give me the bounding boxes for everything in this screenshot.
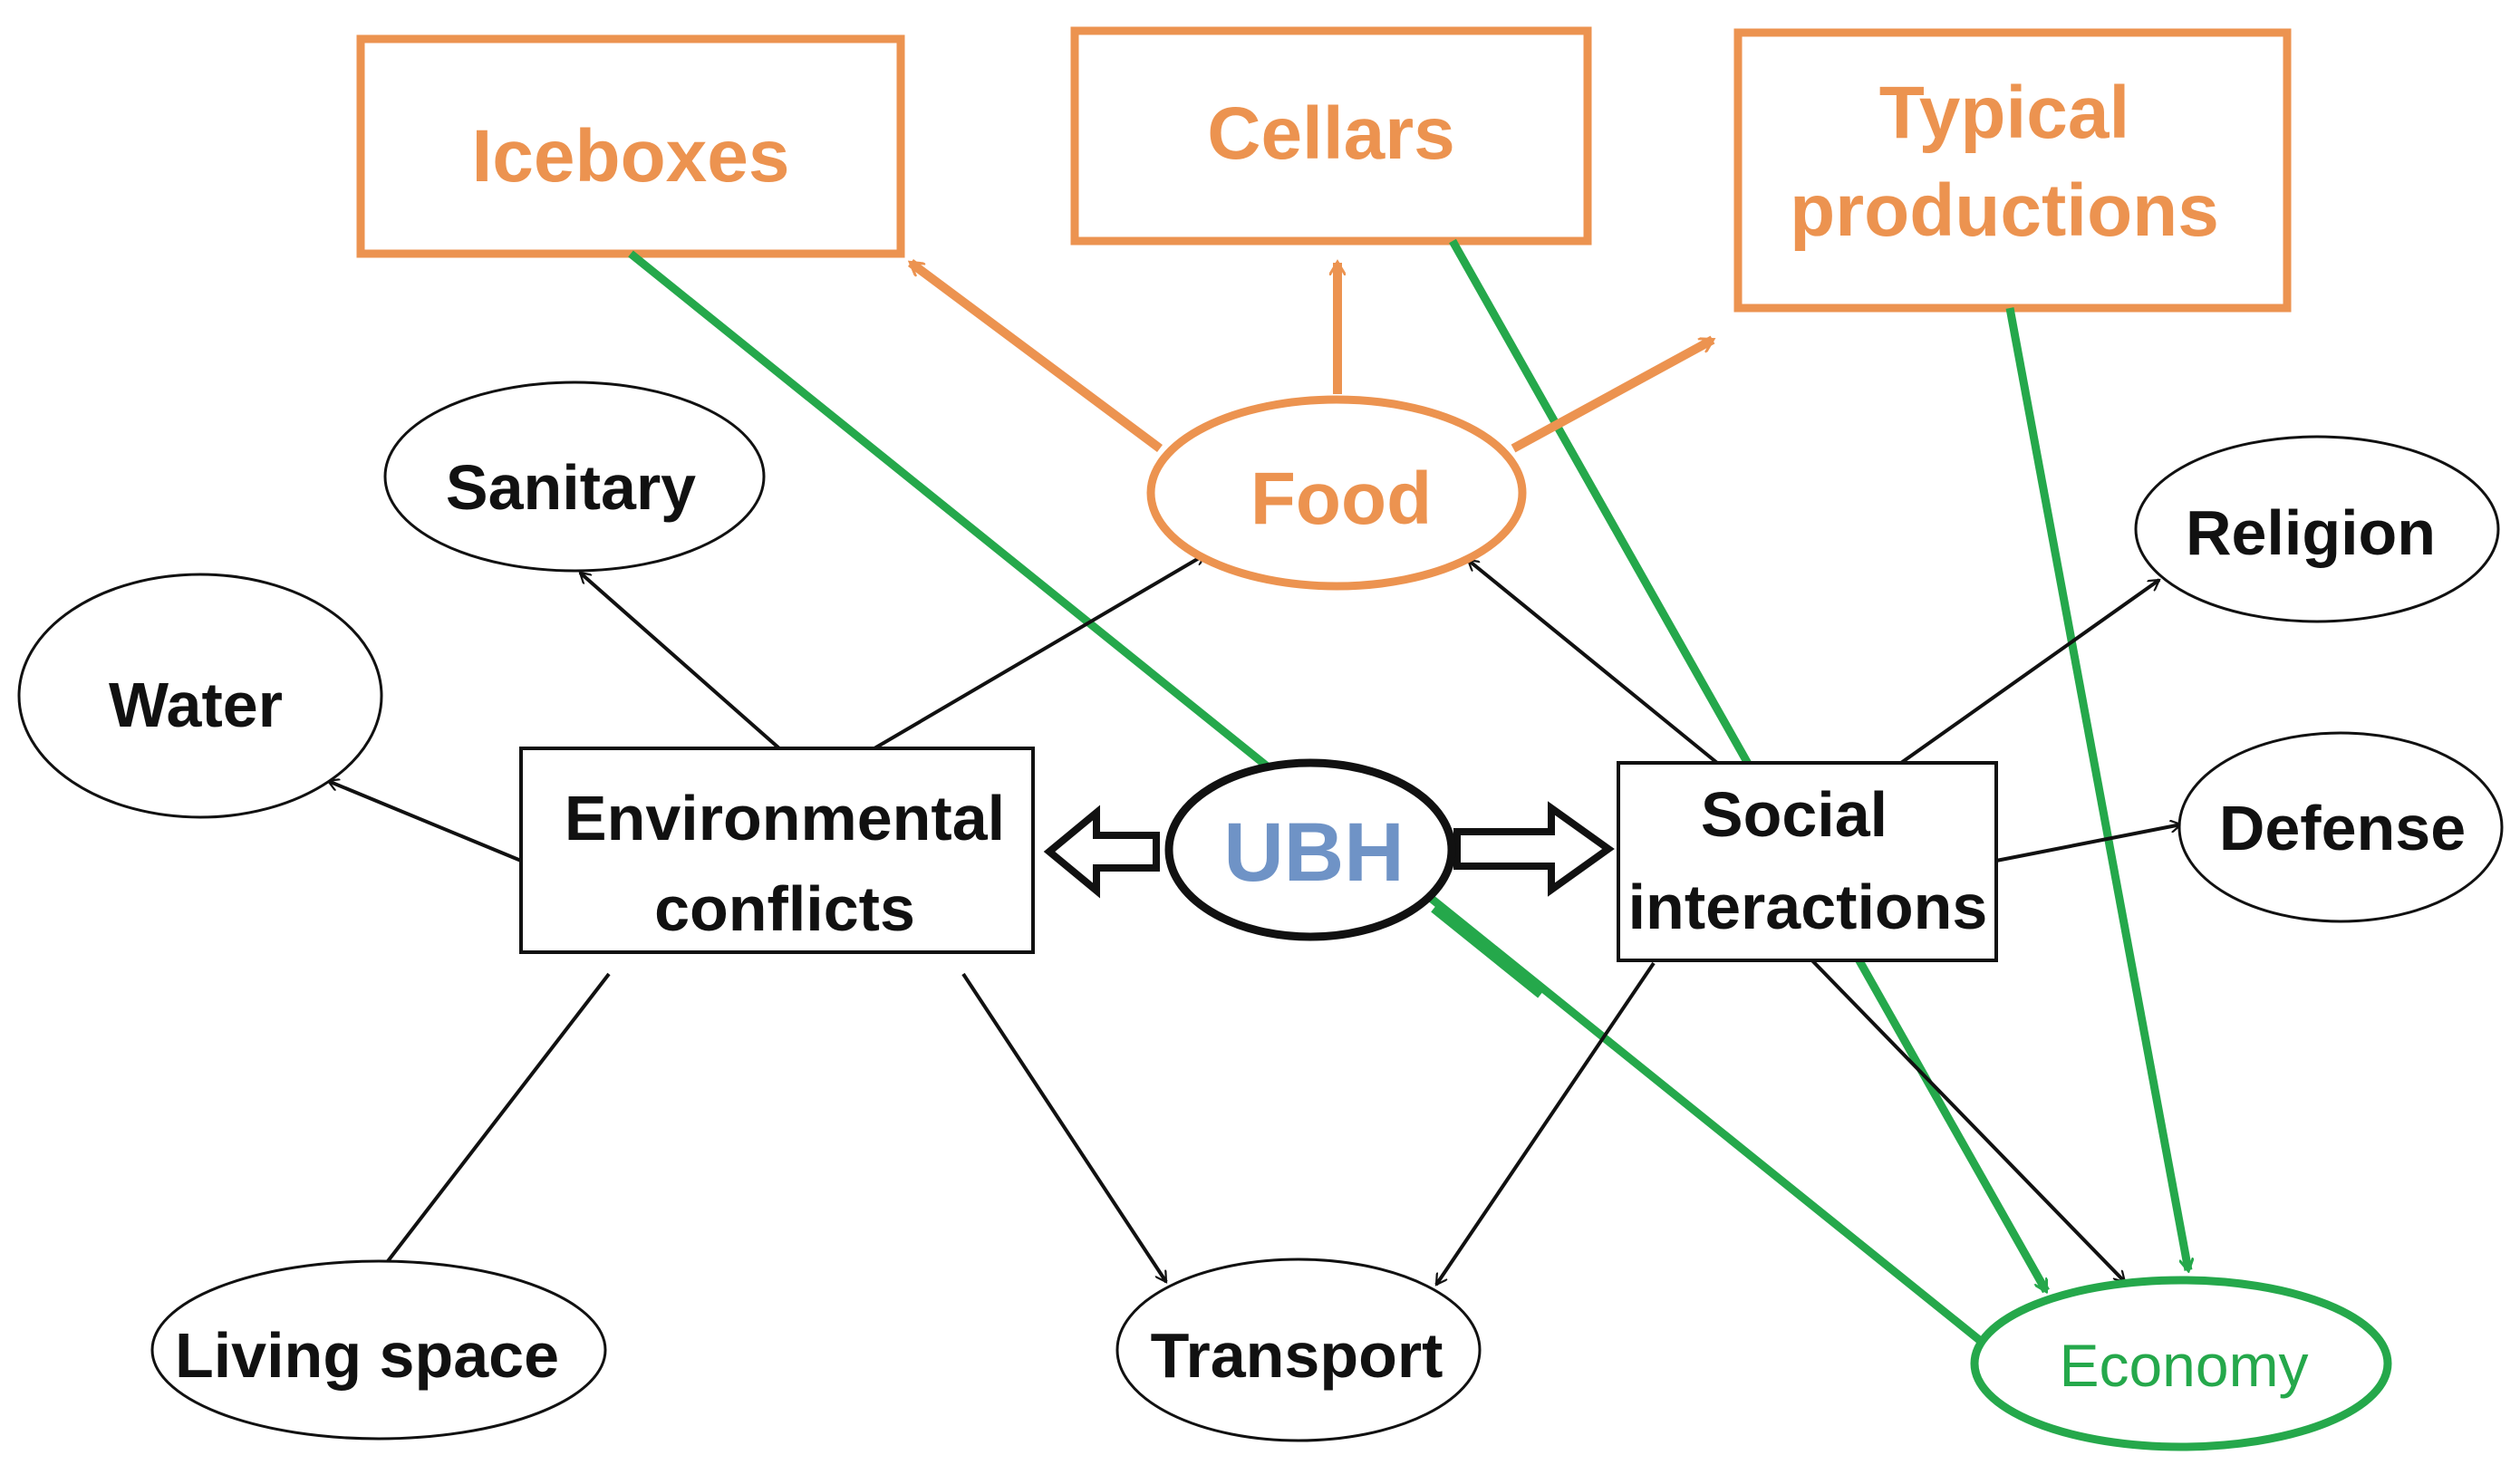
water-node: Water bbox=[17, 573, 383, 819]
social-interactions-node: Social interactions bbox=[1617, 761, 1998, 962]
link-social-defense bbox=[1995, 824, 2181, 863]
link-social-economy bbox=[1801, 949, 2125, 1282]
link-food-typical bbox=[1511, 335, 1713, 453]
link-env-sanitary bbox=[580, 571, 781, 750]
economy-label: Economy bbox=[2059, 1332, 2308, 1399]
iceboxes-label: Iceboxes bbox=[472, 115, 790, 198]
transport-label: Transport bbox=[1151, 1320, 1443, 1391]
social-label-line1: Social bbox=[1701, 779, 1888, 850]
link-food-iceboxes bbox=[911, 258, 1163, 453]
black-links bbox=[328, 553, 2181, 1285]
link-env-food bbox=[873, 553, 1205, 750]
link-env-water bbox=[328, 781, 522, 863]
food-node: Food bbox=[1146, 395, 1527, 591]
defense-label: Defense bbox=[2219, 793, 2466, 863]
ubh-node: UBH bbox=[1164, 758, 1456, 941]
link-typical-economy bbox=[2005, 307, 2188, 1270]
living-space-node: Living space bbox=[150, 1259, 607, 1441]
food-label: Food bbox=[1250, 458, 1432, 540]
iceboxes-node: Iceboxes bbox=[356, 34, 905, 258]
typical-label-line2: productions bbox=[1790, 169, 2219, 252]
environmental-conflicts-node: Environmental conflicts bbox=[519, 747, 1035, 954]
ubh-to-social-arrow bbox=[1453, 801, 1615, 897]
link-social-religion bbox=[1899, 578, 2159, 765]
link-env-living bbox=[377, 972, 611, 1273]
food-links bbox=[911, 258, 1713, 453]
economy-node: Economy bbox=[1970, 1276, 2392, 1451]
defense-node: Defense bbox=[2177, 731, 2504, 923]
ubh-to-env-arrow bbox=[1043, 805, 1160, 899]
link-social-food bbox=[1468, 558, 1719, 765]
link-social-transport bbox=[1434, 961, 1656, 1285]
water-label: Water bbox=[109, 670, 283, 740]
typical-label-line1: Typical bbox=[1879, 72, 2129, 154]
env-label-line1: Environmental bbox=[565, 783, 1005, 853]
cellars-label: Cellars bbox=[1207, 92, 1455, 175]
living-space-label: Living space bbox=[175, 1320, 559, 1391]
ubh-label: UBH bbox=[1223, 806, 1404, 899]
transport-node: Transport bbox=[1115, 1258, 1482, 1442]
sanitary-node: Sanitary bbox=[383, 381, 766, 573]
link-ubh-economy-overlay bbox=[1431, 905, 1543, 998]
social-label-line2: interactions bbox=[1628, 872, 1988, 942]
sanitary-label: Sanitary bbox=[446, 452, 696, 523]
typical-productions-node: Typical productions bbox=[1733, 28, 2292, 313]
cellars-node: Cellars bbox=[1070, 26, 1592, 246]
religion-node: Religion bbox=[2134, 435, 2500, 623]
link-env-transport bbox=[961, 972, 1168, 1282]
env-label-line2: conflicts bbox=[654, 873, 915, 944]
religion-label: Religion bbox=[2186, 497, 2436, 568]
